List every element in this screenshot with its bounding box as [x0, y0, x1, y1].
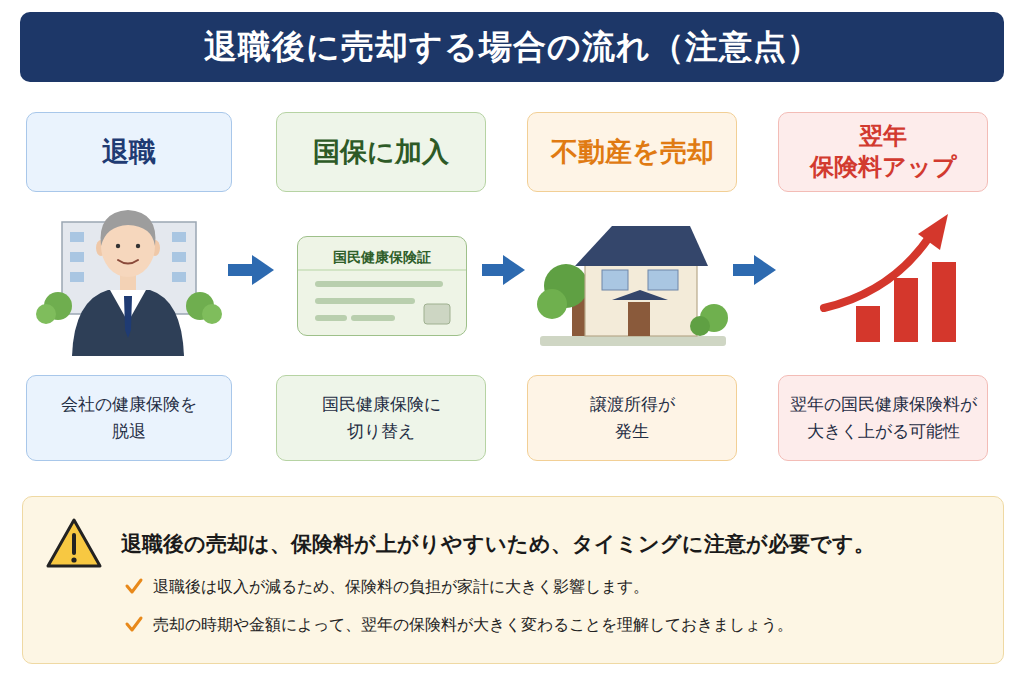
title-text: 退職後に売却する場合の流れ（注意点） — [20, 12, 1004, 82]
neck — [120, 272, 136, 292]
rising-arrow-line — [824, 236, 930, 308]
step-description: 国民健康保険に 切り替え — [276, 375, 486, 461]
bullet-text: 退職後は収入が減るため、保険料の負担が家計に大きく影響します。 — [153, 576, 649, 598]
bush — [700, 304, 728, 332]
card-line — [354, 315, 392, 321]
card-photo — [424, 304, 450, 324]
flow-arrow — [228, 264, 252, 276]
window — [70, 252, 84, 262]
step-description: 翌年の国民健康保険料が 大きく上がる可能性 — [778, 375, 988, 461]
ear — [96, 240, 106, 256]
window — [648, 270, 678, 290]
card-divider — [298, 269, 466, 270]
warning-dot — [71, 557, 76, 562]
chart-bar — [894, 278, 918, 342]
check-mark — [127, 618, 141, 630]
chart-bar — [856, 306, 880, 342]
card-line — [318, 298, 412, 304]
door — [628, 302, 650, 336]
title-banner — [20, 12, 1004, 82]
bush — [202, 304, 222, 324]
bush — [36, 304, 56, 324]
bullet-text: 売却の時期や金額によって、翌年の保険料が大きく変わることを理解しておきましょう。 — [153, 614, 793, 636]
step-description: 会社の健康保険を 脱退 — [26, 375, 232, 461]
caution-note: 退職後の売却は、保険料が上がりやすいため、タイミングに注意が必要です。退職後は収… — [22, 496, 1004, 664]
building-windows — [70, 232, 186, 282]
caution-note-text: 退職後の売却は、保険料が上がりやすいため、タイミングに注意が必要です。 — [121, 530, 875, 558]
tree-trunk — [572, 276, 602, 336]
house-wall — [585, 262, 697, 336]
flow-arrow — [733, 264, 754, 276]
hair — [101, 210, 156, 246]
check-mark — [127, 580, 141, 592]
tree — [537, 289, 567, 319]
ground — [540, 336, 726, 346]
porch-roof — [612, 290, 668, 300]
step-description: 譲渡所得が 発生 — [527, 375, 737, 461]
step-header: 不動産を売却 — [527, 112, 737, 192]
bush — [44, 292, 72, 320]
warning-mark — [72, 535, 76, 553]
insurance-card-text: 国民健康保険証 — [298, 248, 466, 266]
eye — [116, 244, 120, 248]
step-description-text: 国民健康保険に 切り替え — [322, 391, 441, 445]
bush — [186, 292, 214, 320]
ear — [150, 240, 160, 256]
tie — [124, 296, 132, 338]
step-header: 国保に加入 — [276, 112, 486, 192]
step-header-text: 翌年 保険料アップ — [810, 121, 957, 183]
bush — [690, 316, 710, 336]
rising-arrow-head — [918, 214, 948, 250]
house-illustration — [537, 226, 728, 346]
window — [172, 232, 186, 242]
step-description-text: 会社の健康保険を 脱退 — [61, 391, 197, 445]
tree — [544, 264, 588, 308]
card-line — [318, 315, 344, 321]
suit — [72, 290, 184, 356]
eye — [136, 244, 140, 248]
rising-chart-illustration — [824, 214, 956, 342]
step-description-text: 譲渡所得が 発生 — [590, 391, 675, 445]
office-worker-illustration — [36, 210, 222, 356]
shirt — [110, 290, 146, 322]
step-header: 退職 — [26, 112, 232, 192]
window — [172, 252, 186, 262]
warning-icon — [48, 520, 100, 566]
chart-bar — [932, 262, 956, 342]
step-header-text: 退職 — [102, 134, 156, 169]
step-header-text: 国保に加入 — [313, 134, 449, 169]
step-description-text: 翌年の国民健康保険料が 大きく上がる可能性 — [790, 391, 977, 445]
window — [172, 272, 186, 282]
step-header: 翌年 保険料アップ — [778, 112, 988, 192]
card-line — [318, 281, 440, 287]
roof — [575, 226, 708, 266]
face — [101, 215, 155, 277]
window — [70, 232, 84, 242]
office-building — [62, 222, 196, 314]
insurance-card: 国民健康保険証 — [297, 236, 467, 336]
step-header-text: 不動産を売却 — [551, 134, 714, 169]
window — [602, 270, 628, 290]
flow-arrow — [482, 264, 503, 276]
window — [70, 272, 84, 282]
smile — [118, 260, 138, 264]
